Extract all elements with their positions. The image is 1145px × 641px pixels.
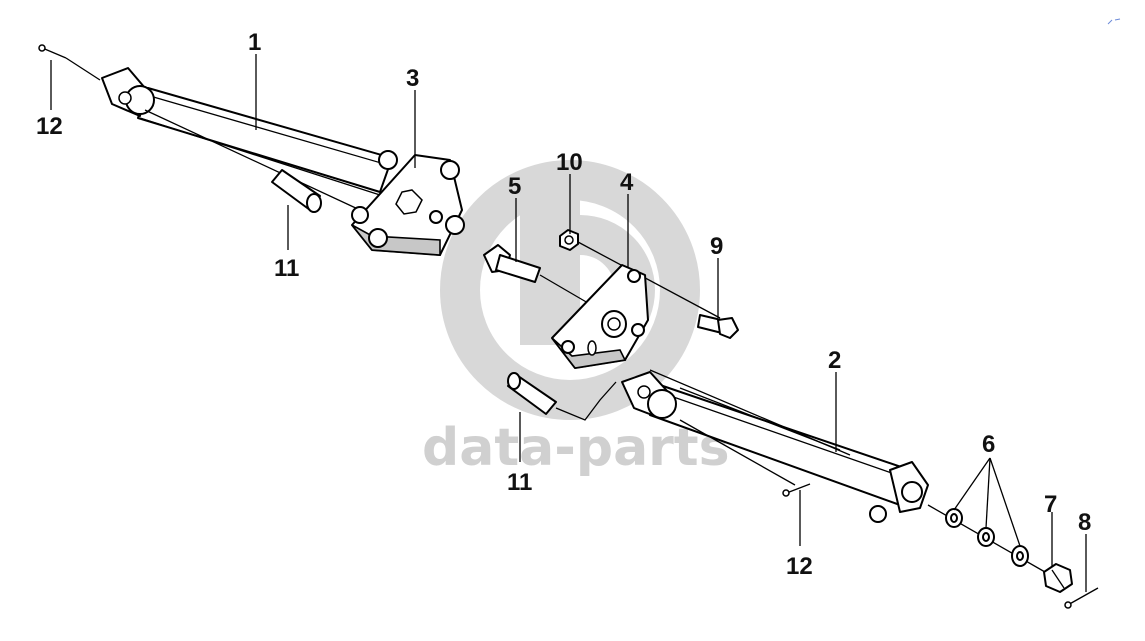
callout-11-upper: 11 xyxy=(274,255,299,282)
callout-6: 6 xyxy=(982,431,995,458)
bolt-9 xyxy=(697,314,739,339)
cotter-pin-lower xyxy=(782,483,811,497)
callout-12-upper: 12 xyxy=(36,113,63,140)
nut-10 xyxy=(559,229,721,319)
callout-5: 5 xyxy=(508,173,521,200)
cotter-pin-8 xyxy=(1064,587,1099,609)
castle-nut-7 xyxy=(1043,563,1073,593)
callout-8: 8 xyxy=(1078,509,1091,536)
callout-4: 4 xyxy=(620,169,634,196)
callout-9: 9 xyxy=(710,233,723,260)
pin-upper xyxy=(271,169,322,213)
corner-mark xyxy=(1107,18,1121,25)
callout-11-lower: 11 xyxy=(507,469,532,496)
callout-7: 7 xyxy=(1044,491,1057,518)
flange-plate-upper xyxy=(351,150,465,256)
callout-2: 2 xyxy=(828,347,841,374)
cotter-pin-upper xyxy=(38,44,101,81)
callout-10: 10 xyxy=(556,149,583,176)
bolt-5 xyxy=(483,244,601,311)
tie-rod-upper xyxy=(101,67,393,211)
callout-12-lower: 12 xyxy=(786,553,813,580)
pin-lower xyxy=(507,372,617,421)
watermark-text: data-parts xyxy=(422,418,730,478)
tie-rod-lower xyxy=(621,369,929,523)
callout-3: 3 xyxy=(406,65,419,92)
flange-plate-center xyxy=(551,264,649,369)
leader-lines xyxy=(50,54,1087,592)
callout-1: 1 xyxy=(248,29,261,56)
